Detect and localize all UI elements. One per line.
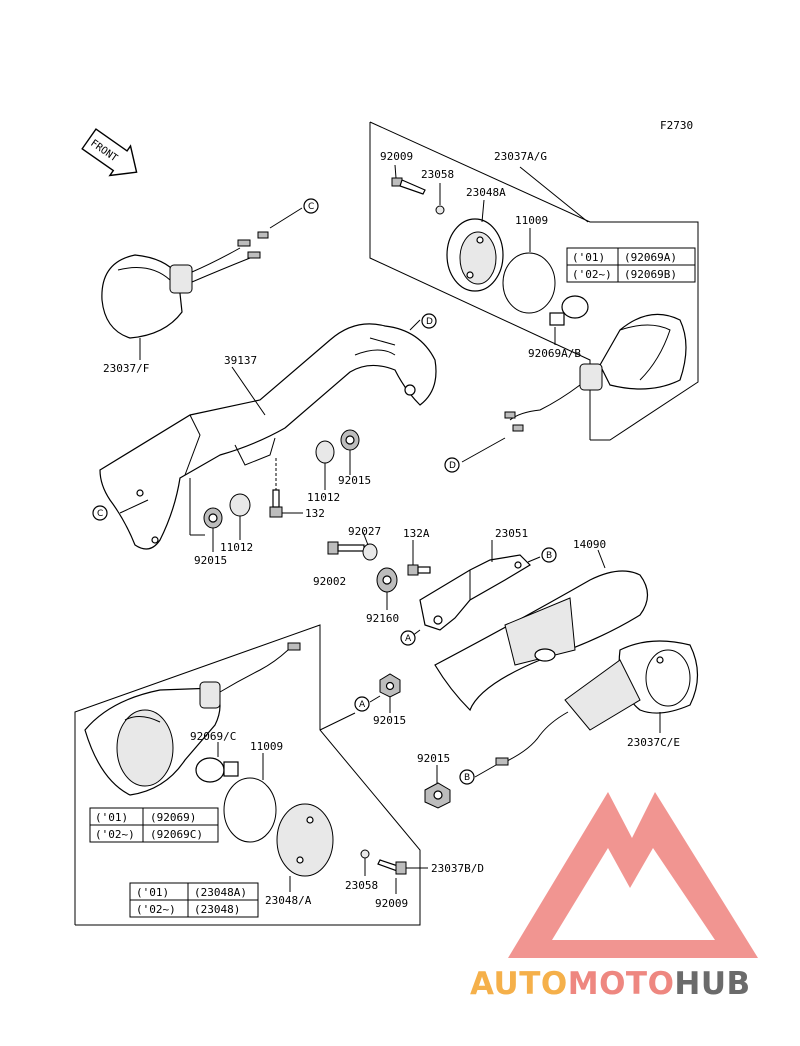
table-part: (92069C) [150,828,203,841]
lens-housing-23048a-top [446,218,504,292]
svg-text:B: B [464,773,470,783]
figure-id: F2730 [660,119,693,132]
watermark-text: AUTOMOTOHUB [470,966,751,1002]
label-23048a-bot: 23048/A [265,894,312,907]
label-92009-bot: 92009 [375,897,408,910]
table-year: ('01) [95,811,128,824]
turn-signal-23037ag [504,313,687,432]
label-92015-low: 92015 [417,752,450,765]
watermark-triangle-icon [508,792,758,958]
table-year: ('01) [136,886,169,899]
turn-signal-23037f [101,231,269,339]
label-92027: 92027 [348,525,381,538]
label-132: 132 [305,507,325,520]
nut-92015-low [424,782,451,809]
svg-text:C: C [308,202,314,212]
front-arrow-icon: FRONT [81,128,138,177]
table-part: (23048A) [194,886,247,899]
ref-circle-b-top: B [541,547,557,563]
label-92015-mid: 92015 [373,714,406,727]
svg-text:A: A [405,634,412,644]
washer-23058-bot [360,849,370,859]
table-year: ('02~) [95,828,135,841]
label-23037ce: 23037C/E [627,736,680,749]
watermark-logo [508,792,758,958]
nut-92015-mid [379,673,401,698]
table-part: (23048) [194,903,240,916]
collar-11012-left [229,493,251,517]
label-11012-left: 11012 [220,541,253,554]
table-year: ('02~) [572,268,612,281]
table-part: (92069A) [624,251,677,264]
bracket-23051 [419,554,531,631]
label-23037bd: 23037B/D [431,862,484,875]
bulb-92069ab [549,295,589,326]
label-92015-right: 92015 [338,474,371,487]
table-part: (92069B) [624,268,677,281]
ref-circle-c-top: C [303,198,319,214]
bolt-92002 [327,541,365,555]
screw-92009-bot [377,859,407,875]
label-132a: 132A [403,527,430,540]
bulb-table-upper: ('01) (92069A) ('02~) (92069B) [566,247,696,283]
label-23058-top: 23058 [421,168,454,181]
lens-table-lower: ('01) (23048A) ('02~) (23048) [129,882,259,918]
label-39137: 39137 [224,354,257,367]
watermark-auto: AUTO [470,966,568,1002]
label-23051: 23051 [495,527,528,540]
svg-text:D: D [426,317,433,327]
label-11009-bot: 11009 [250,740,283,753]
ref-circle-d-top: D [421,313,437,329]
ref-circle-c-left: C [92,505,108,521]
lower-left-group [74,624,428,926]
label-92160: 92160 [366,612,399,625]
ref-circle-d-right: D [444,457,460,473]
table-year: ('01) [572,251,605,264]
o-ring-11009-top [502,252,556,314]
label-14090: 14090 [573,538,606,551]
table-year: ('02~) [136,903,176,916]
label-23058-bot: 23058 [345,879,378,892]
label-23037f: 23037/F [103,362,149,375]
turn-signal-23037ce [495,640,699,766]
label-92015-left: 92015 [194,554,227,567]
label-92009-top: 92009 [380,150,413,163]
ref-circle-a-center: A [400,630,416,646]
watermark-hub: HUB [674,966,750,1002]
collar-92027 [362,543,378,561]
label-23048a-top: 23048A [466,186,506,199]
collar-11012-right [315,440,335,464]
bulb-table-lower: ('01) (92069) ('02~) (92069C) [89,807,219,843]
screw-92009-top [391,177,426,195]
ref-circle-a-lower: A [354,696,370,712]
lens-23048a-bot [276,803,334,877]
washer-23058-top [435,205,445,215]
label-11009-top: 11009 [515,214,548,227]
svg-text:C: C [97,509,103,519]
bolt-132a [407,564,431,576]
upper-right-group [369,121,699,441]
svg-text:A: A [359,700,366,710]
svg-text:B: B [546,551,552,561]
ref-circle-b-lower: B [459,769,475,785]
svg-text:D: D [449,461,456,471]
label-92069c: 92069/C [190,730,236,743]
fender-14090 [434,570,649,712]
bolt-132 [269,489,283,518]
label-11012-right: 11012 [307,491,340,504]
label-23037ag: 23037A/G [494,150,547,163]
o-ring-11009-bot [223,777,277,843]
label-92069ab: 92069A/B [528,347,581,360]
label-92002: 92002 [313,575,346,588]
bracket-39137 [99,323,437,550]
watermark-moto: MOTO [568,966,675,1002]
table-part: (92069) [150,811,196,824]
